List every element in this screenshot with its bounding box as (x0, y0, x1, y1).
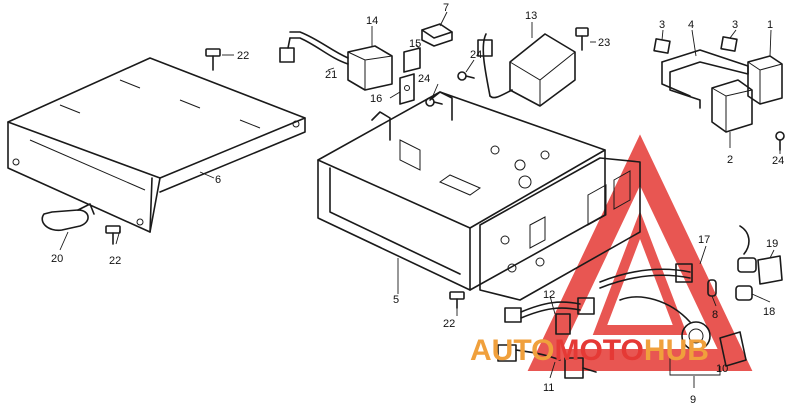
callout-9: 9 (690, 394, 696, 406)
callout-7: 7 (443, 2, 449, 14)
plate-part-3-left[interactable] (653, 38, 671, 54)
callout-11: 11 (543, 382, 554, 394)
harness-part-12[interactable] (504, 297, 595, 335)
callout-22-left: 22 (109, 255, 121, 267)
control-unit-part-13[interactable] (477, 33, 576, 107)
watermark-triangle (527, 134, 753, 371)
callout-22-bottom: 22 (443, 318, 455, 330)
callout-23: 23 (598, 37, 610, 49)
watermark-logo: AUTOMOTOHUB (470, 334, 709, 367)
harness-part-17[interactable] (599, 225, 750, 289)
callout-16: 16 (370, 93, 382, 105)
callout-3-right: 3 (732, 19, 738, 31)
plate-part-3-right[interactable] (720, 36, 738, 52)
callout-5: 5 (393, 294, 399, 306)
screw-part-24-c[interactable] (775, 131, 785, 151)
callout-labels: 1 2 3 3 4 5 6 7 8 9 10 11 12 13 14 15 16… (51, 2, 784, 406)
harness-part-21[interactable] (279, 31, 349, 65)
screw-part-24-a[interactable] (457, 71, 475, 81)
callout-4: 4 (688, 19, 694, 31)
bracket-part-4[interactable] (661, 49, 749, 109)
bolt-part-22-top[interactable] (205, 48, 221, 71)
callout-10: 10 (716, 363, 728, 375)
callout-24-c: 24 (772, 155, 784, 167)
screw-part-24-b[interactable] (425, 97, 443, 107)
switch-part-2[interactable] (711, 79, 753, 133)
callout-24-b: 24 (418, 73, 430, 85)
leader-lines (59, 11, 781, 388)
connector-part-7[interactable] (421, 23, 453, 47)
watermark-part-3: HUB (644, 334, 709, 367)
cover-plate-part-6[interactable] (7, 57, 306, 233)
bracket-part-16[interactable] (399, 73, 415, 105)
bracket-part-15[interactable] (403, 47, 421, 73)
callout-15: 15 (409, 38, 421, 50)
callout-13: 13 (525, 10, 537, 22)
main-frame-part-5[interactable] (317, 91, 641, 301)
relay-part-14[interactable] (347, 45, 393, 91)
toggle-switch-part-11[interactable] (497, 344, 597, 379)
plate-part-19[interactable] (757, 255, 783, 285)
watermark-part-1: AUTO (470, 334, 554, 367)
ignition-switch-part-9[interactable] (619, 296, 711, 351)
callout-19: 19 (766, 238, 778, 250)
key-part-10[interactable] (719, 331, 747, 367)
callout-22-top: 22 (237, 50, 249, 62)
callout-21: 21 (325, 69, 337, 81)
callout-24-a: 24 (470, 49, 482, 61)
callout-12: 12 (543, 289, 555, 301)
callout-20: 20 (51, 253, 63, 265)
bulb-part-18[interactable] (735, 257, 757, 301)
bolt-part-23[interactable] (575, 27, 589, 51)
callout-14: 14 (366, 15, 378, 27)
callout-3-left: 3 (659, 19, 665, 31)
callout-2: 2 (727, 154, 733, 166)
bolt-part-22-left[interactable] (105, 225, 121, 245)
svg-text:AUTOMOTOHUB: AUTOMOTOHUB (470, 334, 709, 367)
callout-17: 17 (698, 234, 710, 246)
callout-1: 1 (767, 19, 773, 31)
clamp-part-20[interactable] (41, 203, 95, 232)
watermark-part-2: MOTO (554, 334, 643, 367)
callout-6: 6 (215, 174, 221, 186)
callout-18: 18 (763, 306, 775, 318)
switch-part-1[interactable] (747, 55, 783, 105)
callout-8: 8 (712, 309, 718, 321)
